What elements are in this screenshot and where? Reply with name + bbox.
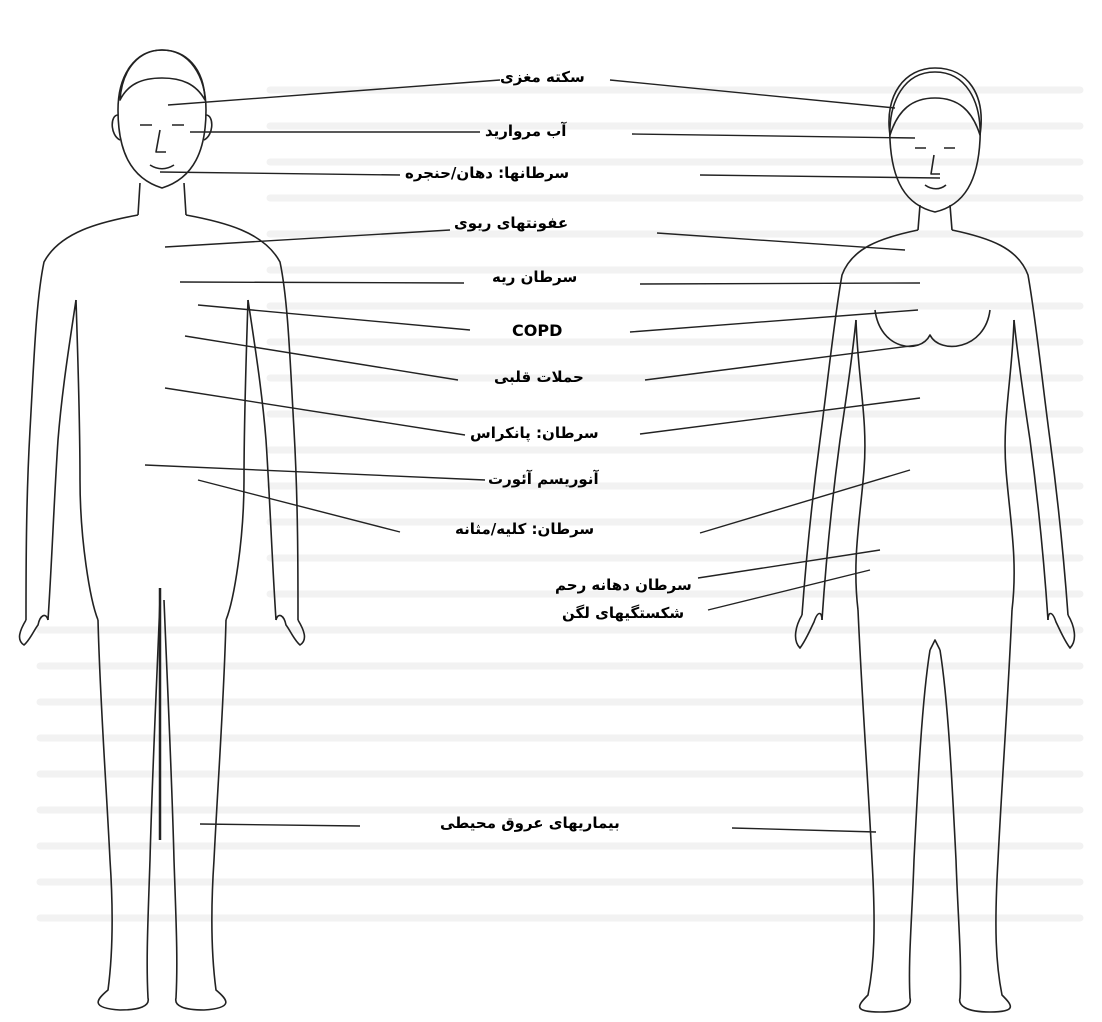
label-aortic-aneurysm: آنوریسم آئورت <box>488 470 599 488</box>
label-cervical-cancer: سرطان دهانه رحم <box>555 576 692 594</box>
label-stroke: سکته مغزی <box>500 68 585 86</box>
label-cataract: آب مروارید <box>485 122 566 140</box>
label-heart-attack: حملات قلبی <box>494 368 584 386</box>
label-pancreatic-cancer: سرطان: پانکراس <box>470 424 599 442</box>
male-figure <box>20 50 305 1010</box>
female-figure <box>796 68 1075 1012</box>
label-pneumonia: عفونتهای ریوی <box>454 214 568 232</box>
label-copd: COPD <box>512 322 562 340</box>
label-oral-larynx-cancer: سرطانها: دهان/حنجره <box>405 164 569 182</box>
label-lung-cancer: سرطان ریه <box>492 268 577 286</box>
label-hip-fractures: شکستگیهای لگن <box>562 604 684 622</box>
label-kidney-bladder-cancer: سرطان: کلیه/مثانه <box>455 520 594 538</box>
label-peripheral-vascular-disease: بیماریهای عروق محیطی <box>440 814 620 832</box>
leader-lines <box>145 80 940 832</box>
